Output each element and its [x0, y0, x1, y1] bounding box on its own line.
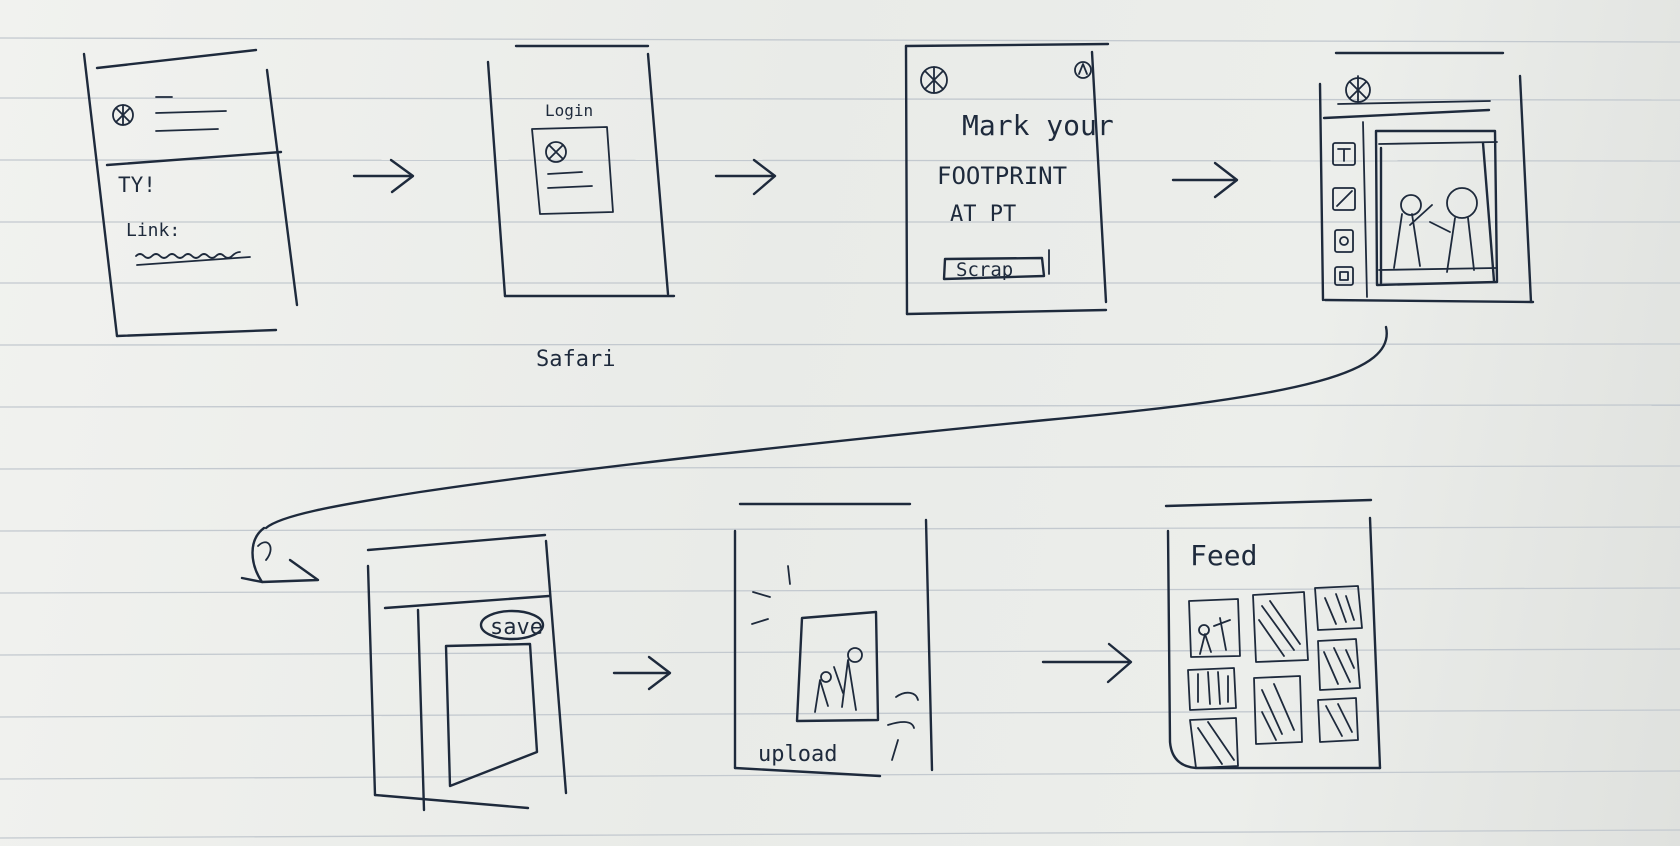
flow-arrow-5 [1043, 644, 1131, 682]
login-caption-browser: Safari [536, 347, 615, 372]
frame-link-screen: TY! Link: [84, 50, 297, 336]
intro-line-2: FOOTPRINT [937, 162, 1067, 190]
feed-tile [1318, 639, 1360, 690]
link-scribble [136, 252, 240, 258]
pen-tool-icon [1333, 188, 1355, 210]
save-button-label: save [490, 615, 543, 640]
frame-save-screen: save [368, 535, 566, 810]
flow-arrow-3 [1173, 163, 1237, 197]
feed-tile [1315, 586, 1362, 630]
upload-photo [797, 612, 878, 721]
scrap-button-label: Scrap [956, 259, 1013, 281]
frame-login-screen: Login Safari [488, 46, 674, 372]
editor-logo-icon [1346, 76, 1370, 102]
paper-rules [0, 38, 1680, 838]
shape-tool-icon [1335, 230, 1353, 252]
frame-editor-screen [1320, 53, 1533, 302]
login-card [532, 127, 613, 214]
intro-line-3: AT PT [950, 202, 1016, 227]
feed-tile [1254, 676, 1302, 744]
app-logo-icon [113, 105, 133, 125]
text-tool-icon [1333, 143, 1355, 165]
feed-tile [1190, 718, 1238, 768]
frame-feed-screen: Feed [1166, 500, 1380, 768]
frame-intro-screen: Mark your FOOTPRINT AT PT Scrap [906, 44, 1114, 314]
frame-link-heading: TY! [118, 173, 156, 197]
flow-arrow-1 [354, 160, 413, 192]
feed-tile [1189, 599, 1240, 657]
flow-arrow-4 [614, 657, 670, 689]
frame-link-field-label: Link: [126, 220, 180, 241]
flow-arrow-2 [716, 160, 775, 194]
intro-logo-icon [921, 67, 947, 93]
upload-caption: upload [758, 742, 837, 767]
feed-grid [1188, 586, 1362, 768]
people-drawing-upload [815, 648, 862, 712]
image-tool-icon [1335, 267, 1353, 285]
login-logo-icon [546, 142, 566, 162]
people-drawing [1394, 188, 1477, 272]
feed-title: Feed [1190, 539, 1257, 572]
login-title: Login [545, 101, 593, 120]
intro-line-1: Mark your [962, 109, 1114, 142]
frame-upload-screen: upload [735, 504, 932, 776]
profile-icon [1075, 62, 1091, 78]
